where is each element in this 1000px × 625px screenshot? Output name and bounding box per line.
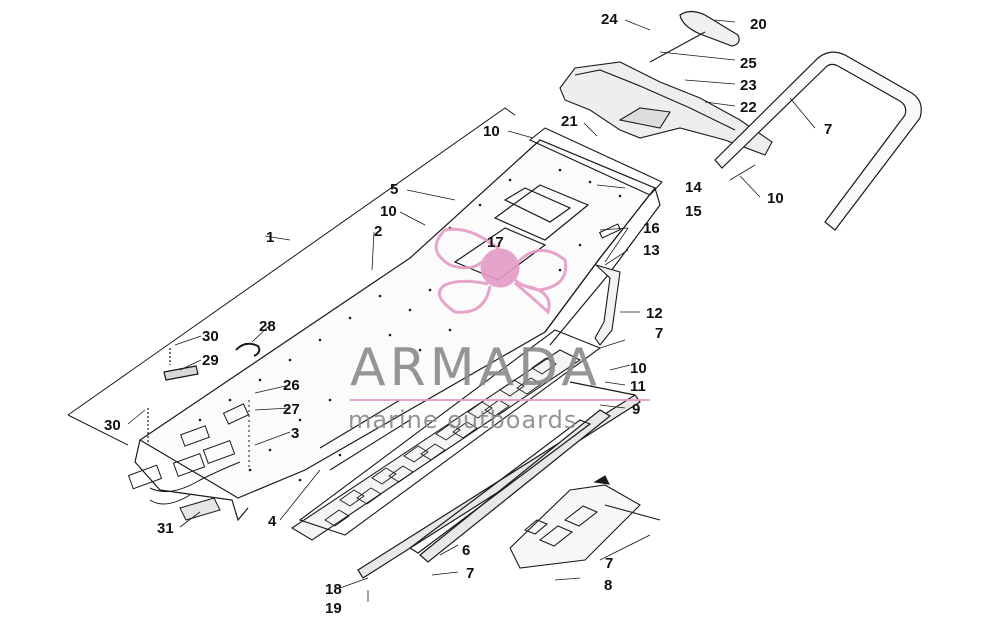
propeller-icon [434,227,568,315]
wiring-harness [127,400,250,521]
small-hardware [147,342,261,445]
tie-down-bracket [594,223,622,346]
callout-20: 20 [750,16,767,33]
callout-11: 11 [630,378,646,395]
grab-bar [714,51,922,231]
running-board [290,329,602,541]
callout-15: 15 [685,203,702,220]
callout-14: 14 [685,179,702,196]
callout-24: 24 [601,11,618,28]
tunnel-chassis [134,139,661,522]
callout-8: 8 [604,577,612,594]
watermark-title: ARMADA [350,338,601,398]
callout-9: 9 [632,401,640,418]
callout-28: 28 [259,318,276,335]
callout-30-top: 30 [202,328,219,345]
callout-18: 18 [325,581,342,598]
rear-extension [509,475,661,569]
leader-lines [127,19,816,602]
callout-31: 31 [157,520,174,537]
watermark-subtitle: marine outboards [348,406,577,434]
callout-25: 25 [740,55,757,72]
callout-5: 5 [390,181,398,198]
callout-1: 1 [266,229,274,246]
side-rails [357,381,641,579]
callout-16: 16 [643,220,660,237]
callout-23: 23 [740,77,757,94]
watermark-logo: ARMADA marine outboards [348,227,650,434]
handle-grip [649,10,740,63]
callout-10-top: 10 [483,123,500,140]
callout-labels: 1 2 3 4 5 6 7 7 7 7 8 9 10 10 10 10 11 1… [104,11,832,617]
callout-26: 26 [283,377,300,394]
callout-27: 27 [283,401,300,418]
callout-10-side: 10 [630,360,647,377]
rear-rack [528,61,773,196]
callout-4: 4 [268,513,277,530]
callout-7-rail: 7 [466,565,474,582]
callout-10-tunnel: 10 [380,203,397,220]
callout-29: 29 [202,352,219,369]
callout-17: 17 [487,234,504,251]
callout-21: 21 [561,113,578,130]
callout-7-extension: 7 [605,555,613,572]
callout-12: 12 [646,305,663,322]
callout-10-grab-bar: 10 [767,190,784,207]
callout-6: 6 [462,542,470,559]
callout-3: 3 [291,425,299,442]
callout-22: 22 [740,99,757,116]
callout-7-bracket: 7 [655,325,663,342]
callout-7-grab-bar: 7 [824,121,832,138]
callout-2: 2 [374,223,382,240]
callout-19: 19 [325,600,342,617]
assembly-bracket [67,107,516,446]
callout-13: 13 [643,242,660,259]
callout-30-left: 30 [104,417,121,434]
